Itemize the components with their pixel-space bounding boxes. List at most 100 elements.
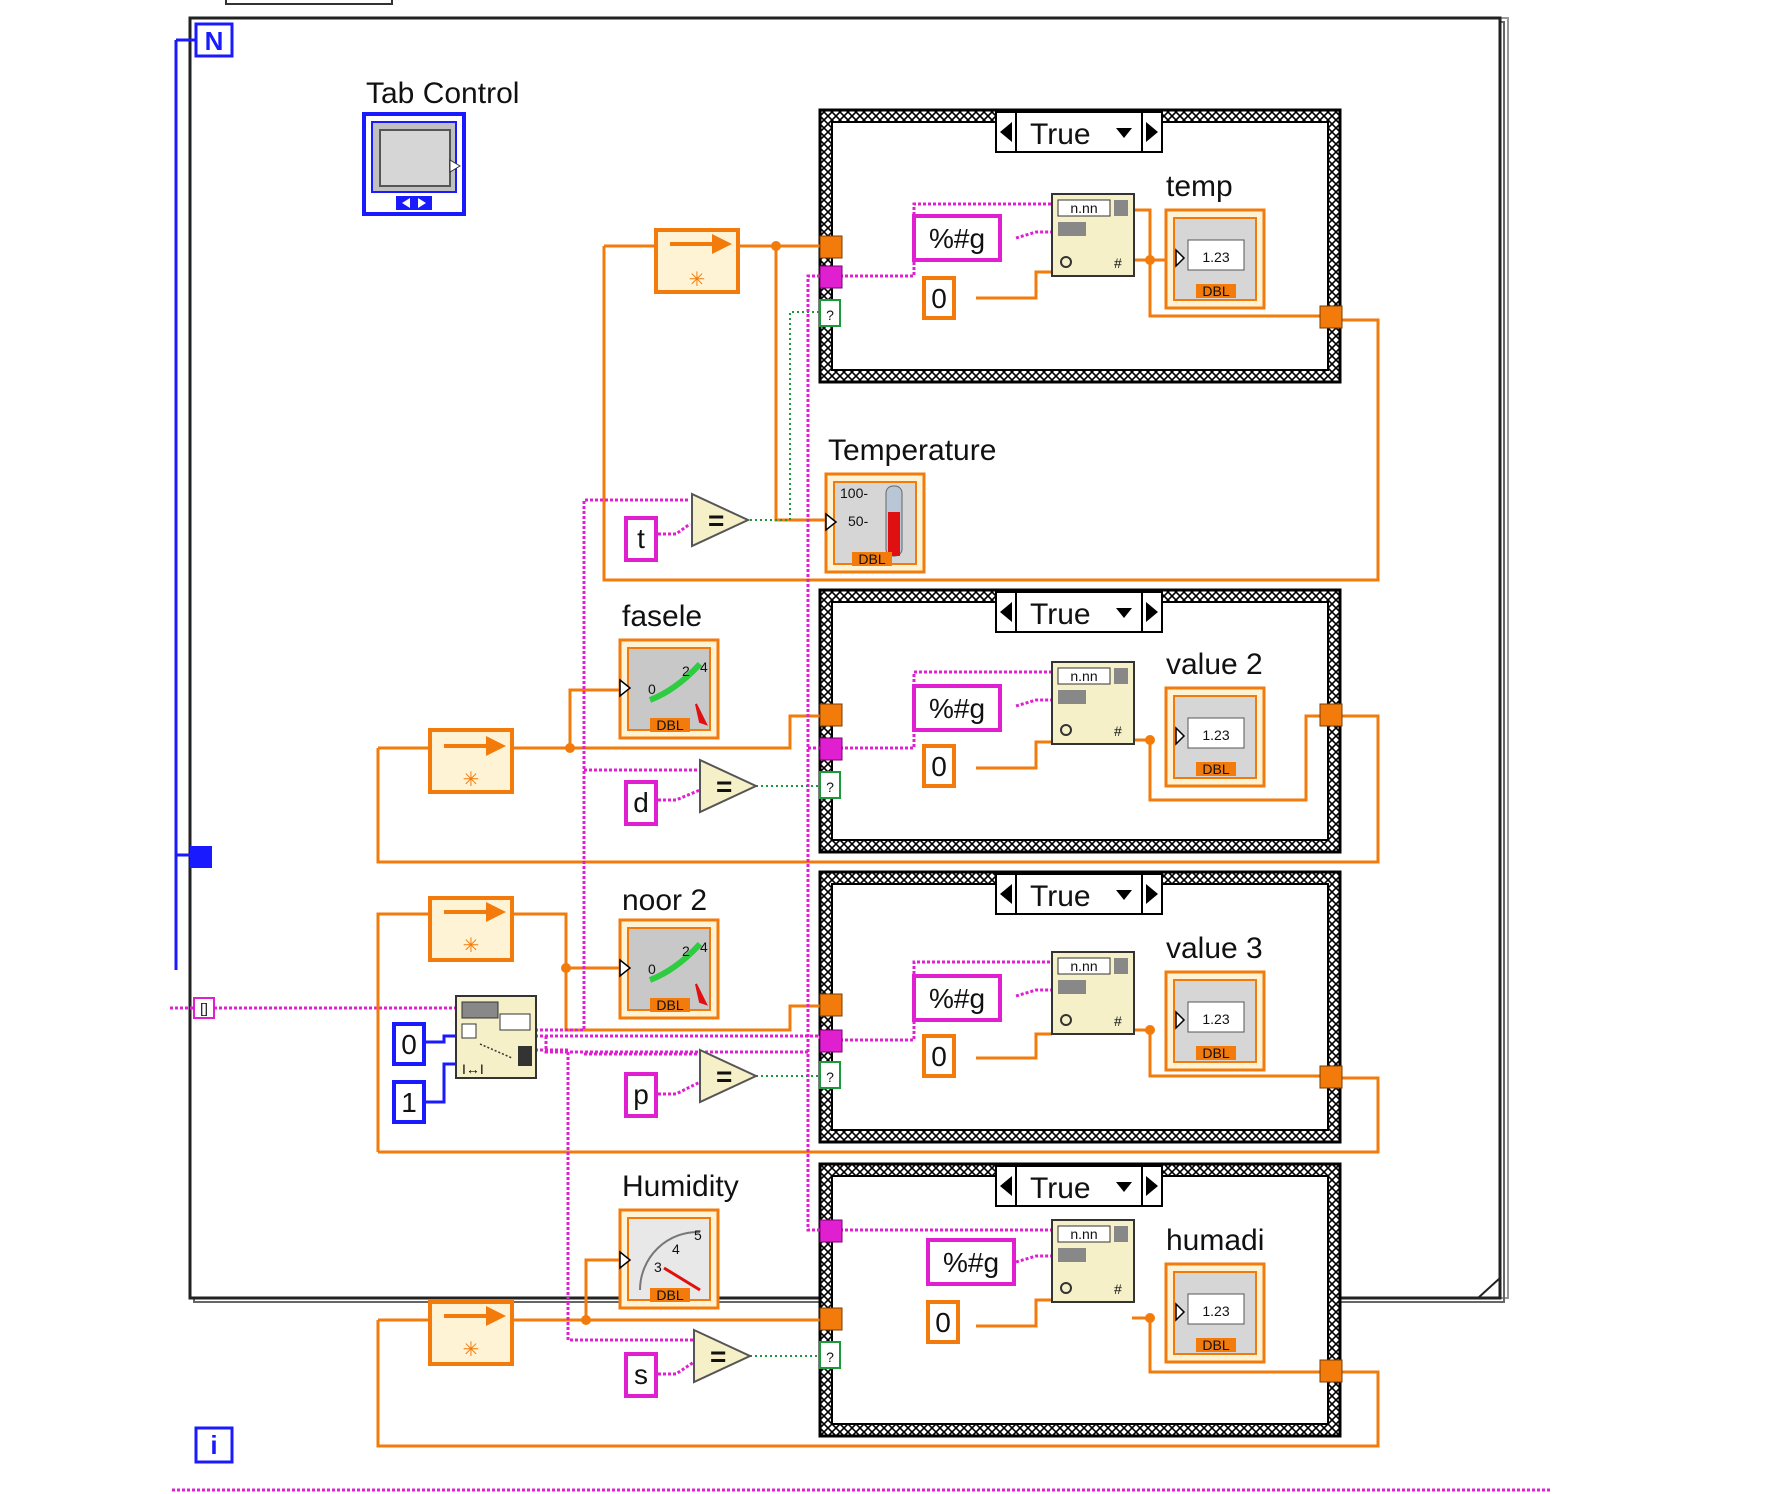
thermometer-indicator[interactable]: 100- 50- DBL — [824, 472, 926, 574]
numeric-wire — [584, 1258, 620, 1320]
numeric-display: 1.23 — [1202, 249, 1229, 265]
numeric-indicator-temp[interactable]: 1.23 DBL — [1164, 208, 1266, 310]
zero-value: 0 — [931, 751, 947, 782]
numeric-indicator-value-3[interactable]: 1.23 DBL — [1164, 970, 1266, 1072]
case-selector[interactable]: True — [995, 1165, 1163, 1207]
numeric-constant-zero[interactable]: 0 — [926, 1300, 960, 1344]
svg-text:✳: ✳ — [463, 1337, 480, 1361]
numeric-wire — [1132, 258, 1320, 318]
temp-label: temp — [1166, 170, 1233, 203]
numeric-wire — [976, 1032, 1052, 1060]
gauge-indicator-noor-2[interactable]: 2 4 0 DBL — [618, 918, 720, 1020]
boolean-wire — [750, 311, 820, 521]
case-selector[interactable]: True — [995, 873, 1163, 915]
format-into-string-node[interactable]: n.nn # — [1051, 1219, 1135, 1303]
svg-text:0: 0 — [648, 961, 656, 977]
question-mark: ? — [826, 307, 834, 323]
case-tunnel[interactable] — [1319, 305, 1343, 329]
hash-symbol: # — [1114, 723, 1122, 739]
case-selector-label: True — [1030, 880, 1091, 913]
string-constant-d[interactable]: d — [624, 780, 658, 826]
feedback-node[interactable]: ✳ — [428, 1300, 514, 1366]
question-mark: ? — [826, 1349, 834, 1365]
format-into-string-node[interactable]: n.nn # — [1051, 193, 1135, 277]
case-tunnel[interactable] — [819, 993, 843, 1017]
format-node-text: n.nn — [1070, 668, 1097, 684]
format-string-constant[interactable]: %#g — [912, 974, 1002, 1022]
dbl-tag: DBL — [1202, 1337, 1229, 1353]
case-selector[interactable]: True — [995, 591, 1163, 633]
svg-text:✳: ✳ — [463, 767, 480, 791]
format-into-string-node[interactable]: n.nn # — [1051, 661, 1135, 745]
equal-symbol: = — [716, 771, 732, 802]
case-tunnel[interactable] — [819, 1307, 843, 1331]
hash-symbol: # — [1114, 1281, 1122, 1297]
svg-text:✳: ✳ — [689, 267, 706, 291]
index-array-node[interactable]: I↔I — [455, 995, 537, 1079]
case-selector-terminal[interactable]: ? — [819, 1061, 841, 1089]
string-constant-t[interactable]: t — [624, 516, 658, 562]
case-tunnel[interactable] — [819, 1219, 843, 1243]
svg-text:I↔I: I↔I — [462, 1061, 484, 1077]
value-3-label: value 3 — [1166, 932, 1263, 965]
numeric-indicator-value-2[interactable]: 1.23 DBL — [1164, 686, 1266, 788]
case-selector[interactable]: True — [995, 111, 1163, 153]
equal-node[interactable]: = — [691, 492, 751, 548]
numeric-constant-zero[interactable]: 0 — [922, 1034, 956, 1078]
gauge-indicator-fasele[interactable]: 2 4 0 DBL — [618, 638, 720, 740]
zero-value: 0 — [931, 1041, 947, 1072]
equal-node[interactable]: = — [699, 758, 759, 814]
string-constant-s[interactable]: s — [624, 1352, 658, 1398]
case-tunnel[interactable] — [1319, 703, 1343, 727]
string-constant-d-value: d — [633, 787, 649, 818]
case-tunnel[interactable] — [819, 1029, 843, 1053]
format-string-constant[interactable]: %#g — [912, 684, 1002, 732]
temperature-label: Temperature — [828, 434, 996, 467]
count-terminal[interactable]: N — [194, 22, 234, 58]
case-tunnel[interactable] — [819, 737, 843, 761]
index-constant-1[interactable]: 1 — [392, 1080, 426, 1124]
string-wire — [658, 1080, 701, 1096]
format-into-string-node[interactable]: n.nn # — [1051, 951, 1135, 1035]
format-string-constant[interactable]: %#g — [912, 214, 1002, 262]
case-selector-terminal[interactable]: ? — [819, 771, 841, 799]
case-tunnel[interactable] — [819, 265, 843, 289]
string-wire — [806, 274, 820, 1052]
array-terminal-label: [] — [200, 1000, 208, 1016]
feedback-node[interactable]: ✳ — [654, 228, 740, 294]
case-selector-terminal[interactable]: ? — [819, 1341, 841, 1369]
numeric-wire — [376, 714, 1380, 864]
numeric-wire — [378, 714, 820, 750]
equal-symbol: = — [710, 1341, 726, 1372]
case-tunnel[interactable] — [819, 235, 843, 259]
numeric-constant-zero[interactable]: 0 — [922, 276, 956, 320]
case-selector-label: True — [1030, 1172, 1091, 1205]
numeric-display: 1.23 — [1202, 727, 1229, 743]
case-selector-label: True — [1030, 118, 1091, 151]
format-node-text: n.nn — [1070, 958, 1097, 974]
numeric-constant-zero[interactable]: 0 — [922, 744, 956, 788]
numeric-indicator-humadi[interactable]: 1.23 DBL — [1164, 1262, 1266, 1364]
string-constant-p[interactable]: p — [624, 1072, 658, 1118]
svg-text:0: 0 — [648, 681, 656, 697]
format-string-value: %#g — [929, 983, 985, 1014]
string-wire — [1015, 698, 1052, 708]
loop-tunnel[interactable] — [190, 846, 212, 868]
equal-node[interactable]: = — [699, 1048, 759, 1104]
format-string-constant[interactable]: %#g — [926, 1238, 1016, 1286]
case-tunnel[interactable] — [1319, 1359, 1343, 1383]
tab-control-terminal[interactable] — [362, 112, 466, 216]
feedback-node[interactable]: ✳ — [428, 896, 514, 962]
iteration-terminal[interactable]: i — [194, 1426, 234, 1464]
equal-symbol: = — [716, 1061, 732, 1092]
feedback-node[interactable]: ✳ — [428, 728, 514, 794]
case-tunnel[interactable] — [1319, 1065, 1343, 1089]
format-string-value: %#g — [943, 1247, 999, 1278]
gauge-indicator-humidity[interactable]: 3 4 5 DBL — [618, 1208, 720, 1310]
case-selector-terminal[interactable]: ? — [819, 299, 841, 327]
equal-node[interactable]: = — [693, 1328, 753, 1384]
case-tunnel[interactable] — [819, 703, 843, 727]
index-constant-0[interactable]: 0 — [392, 1022, 426, 1066]
array-input-tunnel[interactable]: [] — [193, 997, 215, 1019]
svg-text:3: 3 — [654, 1259, 662, 1275]
